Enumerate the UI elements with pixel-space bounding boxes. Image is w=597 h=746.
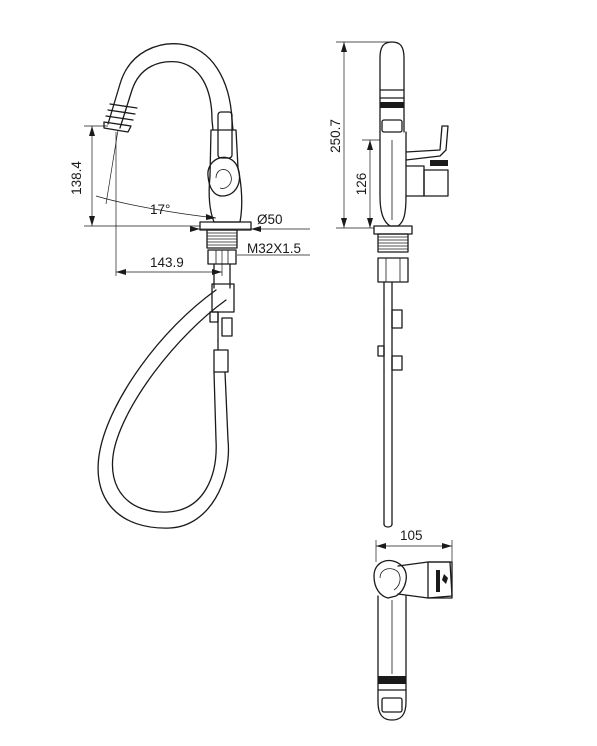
- dim-arrow-base-right: [251, 226, 261, 232]
- side-lever-dark-strip: [430, 160, 448, 166]
- top-cartridge-marker: [442, 574, 448, 584]
- dim-arrow-nozzle-bottom: [89, 216, 95, 226]
- dim-label-reach: 143.9: [150, 255, 184, 270]
- front-view: 138.4 17° 143.9 Ø50 M32X1.5: [69, 43, 310, 529]
- pull-out-hose: [97, 289, 230, 529]
- dim-arrow-total-bottom: [341, 218, 347, 228]
- dim-arrow-width-left: [376, 543, 386, 549]
- side-cartridge: [423, 169, 449, 197]
- dim-label-total-height: 250.7: [328, 119, 343, 153]
- spray-head-band-1: [109, 103, 138, 109]
- hose-clip: [209, 311, 219, 323]
- top-cartridge-cap: [427, 561, 453, 599]
- side-view: 250.7 126: [328, 41, 449, 528]
- spray-head-band-3: [105, 115, 134, 121]
- faucet-body: [208, 129, 243, 223]
- side-supply-pipe-end: [383, 523, 393, 528]
- top-view: 105: [373, 528, 453, 721]
- dim-arrow-reach-right: [212, 269, 222, 275]
- dim-arrow-lever-top: [367, 140, 373, 150]
- dim-arrow-base-left: [190, 226, 200, 232]
- side-lever-joint: [405, 165, 425, 197]
- side-thread-lines: [378, 236, 408, 250]
- side-base-flange: [373, 225, 413, 235]
- top-spout: [377, 595, 407, 721]
- side-pipe-fitting-2: [391, 355, 403, 371]
- hose-connector-upper: [211, 283, 235, 313]
- dim-arrow-lever-bottom: [367, 218, 373, 228]
- side-body: [379, 131, 407, 227]
- top-spray-head: [381, 697, 403, 713]
- spray-head-band-2: [107, 109, 136, 115]
- spout-gooseneck-inner: [119, 60, 214, 131]
- dim-label-angle: 17°: [150, 202, 170, 217]
- dim-label-base-diameter: Ø50: [257, 212, 283, 227]
- side-fitting: [221, 317, 233, 337]
- top-base-circle: [373, 559, 407, 599]
- spout-gooseneck: [107, 43, 234, 131]
- handle-hub-inner: [215, 169, 232, 189]
- handle-hub: [207, 156, 241, 197]
- dim-arc-angle: [95, 195, 217, 219]
- top-lever-body: [397, 561, 453, 599]
- side-pipe-clip: [377, 345, 385, 357]
- top-base-inner: [379, 568, 401, 591]
- dim-label-nozzle-height: 138.4: [69, 161, 84, 195]
- side-pipe-fitting-1: [391, 309, 403, 329]
- dim-label-thread: M32X1.5: [247, 241, 301, 256]
- dim-arrow-total-top: [341, 42, 347, 52]
- dim-arrow-reach-left: [116, 269, 126, 275]
- side-spray-outlet: [381, 119, 403, 133]
- dim-arrow-nozzle-top: [89, 126, 95, 136]
- side-spout-dark-band: [380, 102, 404, 108]
- dim-label-width: 105: [400, 528, 423, 543]
- base-flange: [199, 221, 252, 231]
- hose-weight: [213, 349, 229, 373]
- dim-arrow-width-right: [442, 543, 452, 549]
- side-lever-arm: [405, 125, 449, 161]
- side-spout-column: [379, 41, 405, 133]
- lever-handle: [217, 111, 233, 159]
- pull-out-hose-inner: [111, 299, 227, 513]
- side-mounting-nut: [377, 257, 409, 283]
- dim-label-lever-height: 126: [354, 173, 369, 196]
- thread-lines: [207, 232, 237, 246]
- top-cartridge-slot: [436, 570, 440, 592]
- dim-arrow-angle: [206, 214, 216, 220]
- top-spout-dark-band: [378, 676, 406, 684]
